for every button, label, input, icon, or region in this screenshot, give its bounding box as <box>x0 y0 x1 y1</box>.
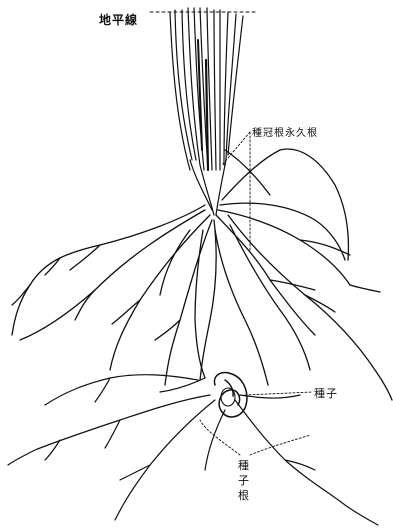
ground-line-label: 地平線 <box>99 11 138 28</box>
seminal-roots-label: 種子根 <box>238 458 252 503</box>
stem-bundle <box>170 8 243 215</box>
leader-lines <box>200 132 312 455</box>
crown-roots-label: 種冠根永久根 <box>252 124 318 139</box>
crown-roots <box>12 149 392 400</box>
seed-label: 種子 <box>314 385 338 401</box>
